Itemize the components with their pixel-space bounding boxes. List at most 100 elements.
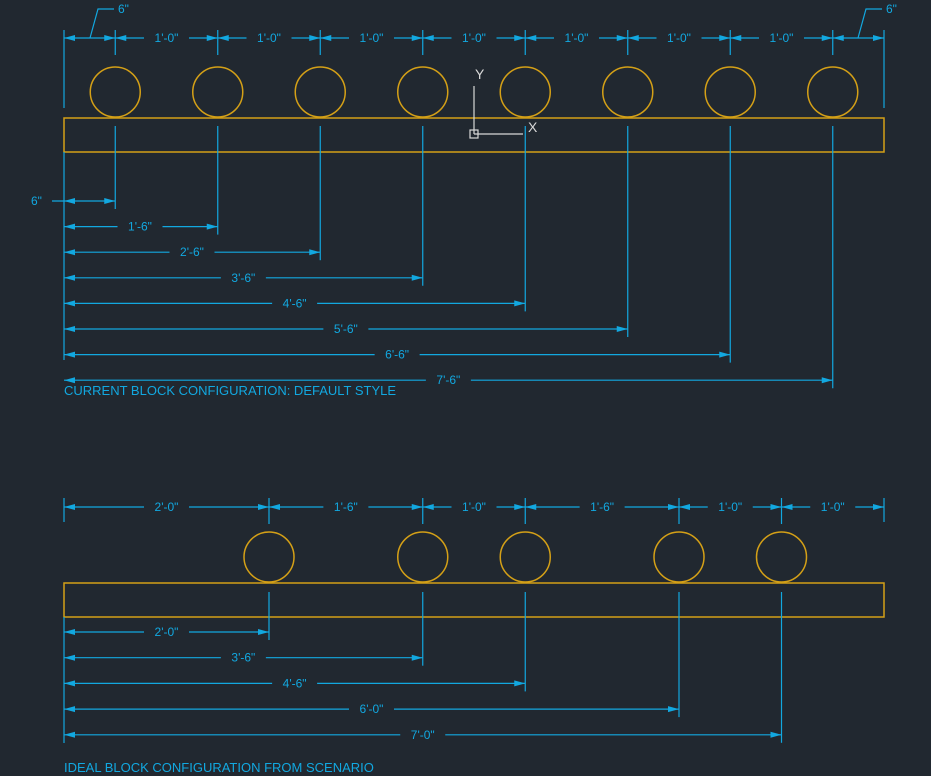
arrowhead-left — [64, 504, 75, 510]
block-circle — [653, 531, 705, 583]
chain-dimension-text: 1'-0" — [257, 31, 281, 45]
arrowhead-right — [719, 35, 731, 41]
block-circle — [704, 66, 756, 118]
arrowhead-left — [269, 504, 280, 510]
arrowhead-right — [104, 35, 116, 41]
baseline-dimension-text: 6" — [31, 194, 42, 208]
arrowhead-left — [64, 274, 75, 281]
baseline-dimension-text: 6'-0" — [360, 702, 384, 716]
arrowhead-right — [668, 706, 679, 713]
block-circle — [499, 66, 551, 118]
baseline-dimension-text: 2'-0" — [155, 625, 179, 639]
block-circle — [243, 531, 295, 583]
arrowhead-left — [64, 223, 75, 230]
arrowhead-left — [627, 35, 639, 41]
block-circle — [294, 66, 346, 118]
block-circle — [499, 531, 551, 583]
arrowhead-right — [668, 504, 679, 510]
arrowhead-left — [781, 504, 793, 510]
leader-line — [89, 8, 114, 39]
baseline-dimension-text: 2'-6" — [180, 245, 204, 259]
drawing-caption: IDEAL BLOCK CONFIGURATION FROM SCENARIO — [64, 760, 374, 775]
arrowhead-left — [64, 706, 75, 713]
arrowhead-right — [309, 35, 321, 41]
chain-dimension-text: 1'-0" — [821, 500, 845, 514]
current-block-configuration: 6" 1'-0" 1'-0" 1'-0" 1'-0" 1'-0" 1'-0" 1'-0" 6" 6… — [31, 2, 897, 398]
arrowhead-right — [821, 377, 833, 384]
arrowhead-right — [616, 326, 628, 332]
arrowhead-left — [115, 35, 127, 41]
arrowhead-right — [514, 35, 526, 41]
arrowhead-left — [422, 35, 434, 41]
arrowhead-left — [422, 504, 434, 510]
ucs-x-label: X — [528, 119, 538, 135]
arrowhead-left — [832, 35, 844, 41]
baseline-dimension-text: 3'-6" — [231, 651, 255, 665]
chain-dimension-text: 1'-0" — [155, 31, 179, 45]
arrowhead-right — [514, 680, 526, 687]
chain-dimension-text: 1'-0" — [360, 31, 384, 45]
arrowhead-left — [64, 731, 75, 738]
baseline-dimension-text: 3'-6" — [231, 271, 255, 285]
chain-dimension-text: 2'-0" — [155, 500, 179, 514]
chain-dimension-text: 1'-0" — [565, 31, 589, 45]
ucs-y-label: Y — [475, 66, 485, 82]
arrowhead-right — [770, 731, 782, 738]
arrowhead-right — [873, 504, 884, 510]
arrowhead-right — [309, 249, 321, 256]
baseline-dimension-text: 4'-6" — [283, 296, 307, 310]
arrowhead-right — [411, 274, 423, 281]
chain-dimension-text: 1'-6" — [334, 500, 358, 514]
chain-dimension-text: 1'-6" — [590, 500, 614, 514]
arrowhead-right — [514, 504, 526, 510]
block-circle — [397, 531, 449, 583]
arrowhead-left — [64, 680, 75, 687]
arrowhead-right — [206, 35, 218, 41]
arrowhead-left — [217, 35, 229, 41]
arrowhead-left — [64, 198, 75, 204]
arrowhead-left — [525, 35, 537, 41]
arrowhead-right — [770, 504, 782, 510]
arrowhead-left — [64, 326, 75, 332]
arrowhead-right — [719, 351, 731, 358]
arrowhead-left — [525, 504, 537, 510]
chain-dimension-text: 1'-0" — [667, 31, 691, 45]
block-circle — [807, 66, 859, 118]
baseline-dimension-text: 4'-6" — [283, 676, 307, 690]
arrowhead-left — [64, 35, 75, 41]
leader-line — [857, 8, 882, 39]
arrowhead-right — [616, 35, 628, 41]
chain-dimension-text: 6" — [886, 2, 897, 16]
arrowhead-left — [64, 351, 75, 358]
arrowhead-left — [64, 377, 75, 384]
arrowhead-right — [411, 504, 423, 510]
arrowhead-right — [821, 35, 833, 41]
ucs-icon: Y X — [469, 66, 538, 139]
ucs-origin-box — [469, 129, 479, 139]
block-circle — [192, 66, 244, 118]
block-circle — [397, 66, 449, 118]
chain-dimension-text: 1'-0" — [462, 500, 486, 514]
arrowhead-right — [206, 223, 218, 230]
chain-dimension-text: 1'-0" — [462, 31, 486, 45]
arrowhead-left — [679, 504, 690, 510]
baseline-dimension-text: 7'-0" — [411, 728, 435, 742]
ideal-block-configuration: 2'-0" 1'-6" 1'-0" 1'-6" 1'-0" 1'-0" 2'-0" 3'-6"… — [63, 498, 885, 775]
block-circle — [755, 531, 808, 583]
arrowhead-left — [320, 35, 332, 41]
baseline-dimension-text: 6'-6" — [385, 348, 409, 362]
block-circle — [89, 66, 141, 118]
arrowhead-right — [411, 35, 423, 41]
baseline-dimension-text: 1'-6" — [128, 220, 152, 234]
chain-dimension-text: 1'-0" — [770, 31, 794, 45]
arrowhead-right — [258, 629, 269, 635]
arrowhead-left — [730, 35, 742, 41]
arrowhead-right — [873, 35, 884, 41]
arrowhead-left — [64, 654, 75, 661]
block-circle — [602, 66, 654, 118]
chain-dimension-text: 1'-0" — [718, 500, 742, 514]
arrowhead-right — [514, 300, 526, 307]
arrowhead-right — [411, 654, 423, 661]
arrowhead-left — [64, 629, 75, 635]
